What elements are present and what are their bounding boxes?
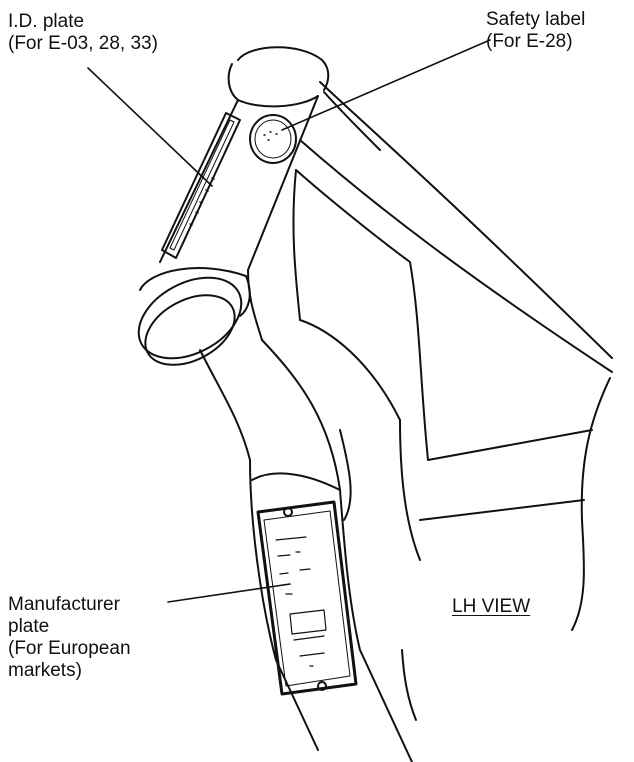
leader-lines [88, 40, 490, 602]
id-plate [162, 113, 240, 258]
safety-label-line1: Safety label [486, 9, 586, 30]
safety-label-line2: (For E-28) [486, 31, 573, 52]
safety-label-text: Safety label (For E-28) [486, 9, 585, 53]
head-tube [125, 47, 328, 379]
manufacturer-plate-label-line2: plate [8, 616, 50, 637]
view-label: LH VIEW [452, 596, 531, 617]
leader-id-plate [88, 68, 212, 186]
id-plate-label: I.D. plate (For E-03, 28, 33) [8, 11, 158, 55]
safety-label [250, 115, 296, 163]
manufacturer-plate [258, 502, 356, 694]
leader-manufacturer-plate [168, 584, 290, 602]
id-plate-label-line1: I.D. plate [8, 11, 85, 32]
leader-safety-label [282, 40, 490, 130]
manufacturer-plate-label-line4: markets) [8, 660, 82, 681]
manufacturer-plate-label-line3: (For European [8, 638, 131, 659]
down-tube [200, 170, 610, 630]
manufacturer-plate-label: Manufacturer plate (For European markets… [8, 594, 131, 682]
top-tube [300, 82, 612, 372]
id-plate-label-line2: (For E-03, 28, 33) [8, 33, 158, 54]
seat-tube [250, 430, 416, 762]
manufacturer-plate-label-line1: Manufacturer [8, 594, 120, 615]
